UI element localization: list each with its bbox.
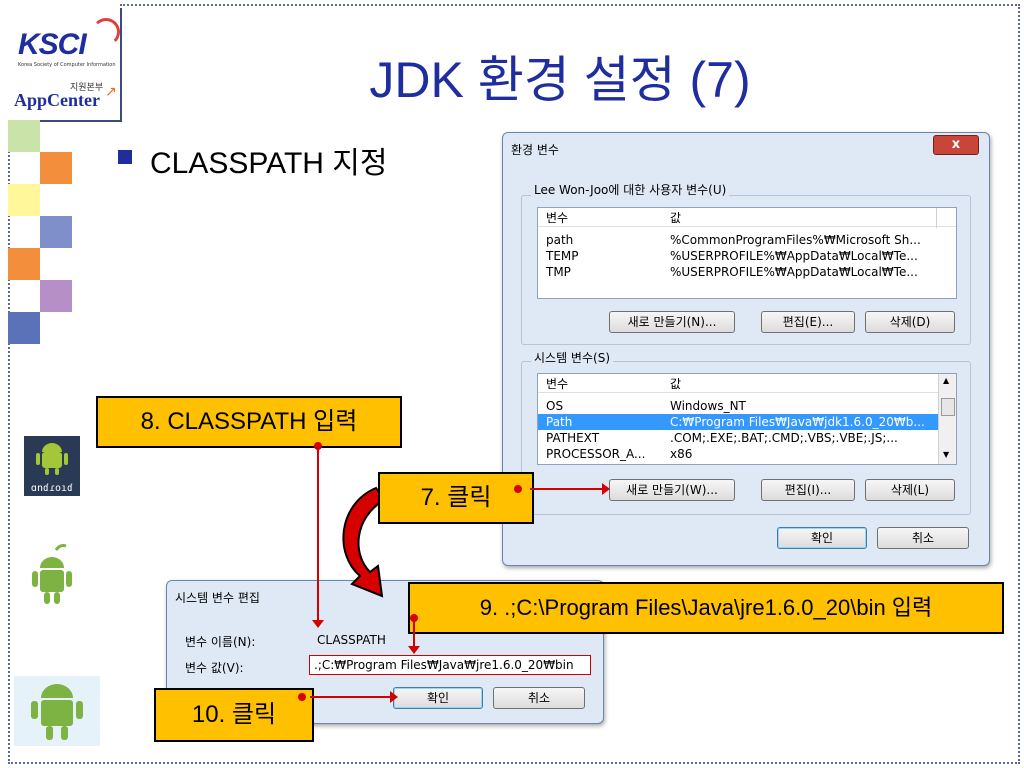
table-row[interactable]: path %CommonProgramFiles%₩Microsoft Sh..… <box>538 232 956 248</box>
deco-square <box>8 184 40 216</box>
deco-square <box>40 152 72 184</box>
ksci-subtitle: Korea Society of Computer Information <box>18 62 116 68</box>
android-robot-icon <box>26 544 78 624</box>
arrowhead-icon <box>390 691 398 703</box>
system-variables-group <box>521 361 971 515</box>
row-name: TEMP <box>546 249 579 263</box>
list-header: 변수 값 <box>538 376 938 393</box>
variable-name-label: 변수 이름(N): <box>185 635 256 649</box>
row-value: %USERPROFILE%₩AppData₩Local₩Te... <box>670 249 918 263</box>
ksci-logo: KSCI <box>18 28 87 61</box>
cancel-button[interactable]: 취소 <box>493 687 585 709</box>
system-new-button[interactable]: 새로 만들기(W)... <box>609 479 735 501</box>
slide-border-top <box>120 4 1020 6</box>
appcenter-arrow-icon: ↗ <box>105 84 117 100</box>
user-delete-button[interactable]: 삭제(D) <box>865 311 955 333</box>
connector-dot <box>314 442 322 450</box>
table-row[interactable]: OS Windows_NT <box>538 398 938 414</box>
column-header-name: 변수 <box>546 211 569 225</box>
connector-step7 <box>530 488 604 490</box>
appcenter-logo: AppCenter <box>14 90 100 110</box>
row-value: .COM;.EXE;.BAT;.CMD;.VBS;.VBE;.JS;... <box>670 431 898 445</box>
arrowhead-icon <box>602 483 610 495</box>
slide-border-right <box>1018 4 1020 764</box>
row-name: Path <box>546 415 573 429</box>
arrowhead-icon <box>408 646 420 654</box>
curved-arrow-icon <box>342 486 386 598</box>
ok-button[interactable]: 확인 <box>393 687 483 709</box>
scroll-up-icon[interactable]: ▲ <box>943 376 950 385</box>
connector-step9 <box>413 618 415 648</box>
column-header-value: 값 <box>670 377 682 391</box>
row-value: C:₩Program Files₩Java₩jdk1.6.0_20₩b... <box>670 415 925 429</box>
close-button[interactable]: x <box>933 135 979 155</box>
deco-square <box>40 216 72 248</box>
cancel-button[interactable]: 취소 <box>877 527 969 549</box>
callout-step7: 7. 클릭 <box>378 472 534 524</box>
arrowhead-icon <box>312 620 324 628</box>
deco-square <box>8 248 40 280</box>
callout-step8: 8. CLASSPATH 입력 <box>96 396 402 448</box>
connector-dot <box>410 614 418 622</box>
callout-step9: 9. .;C:\Program Files\Java\jre1.6.0_20\b… <box>408 582 1004 634</box>
row-name: TMP <box>546 265 571 279</box>
system-delete-button[interactable]: 삭제(L) <box>865 479 955 501</box>
table-row[interactable]: PATHEXT .COM;.EXE;.BAT;.CMD;.VBS;.VBE;.J… <box>538 430 938 446</box>
row-name: PROCESSOR_A... <box>546 447 646 461</box>
row-value: %CommonProgramFiles%₩Microsoft Sh... <box>670 233 921 247</box>
android-logo-icon: ɑnɗɾoıɗ <box>24 436 80 496</box>
slide-border-left <box>8 120 10 764</box>
variable-name-input[interactable]: CLASSPATH <box>317 633 386 647</box>
variable-value-label: 변수 값(V): <box>185 661 244 675</box>
deco-square <box>40 280 72 312</box>
connector-dot <box>514 485 522 493</box>
row-value: Windows_NT <box>670 399 746 413</box>
table-row[interactable]: TMP %USERPROFILE%₩AppData₩Local₩Te... <box>538 264 956 280</box>
svg-text:ɑnɗɾoıɗ: ɑnɗɾoıɗ <box>31 483 73 494</box>
row-value: x86 <box>670 447 693 461</box>
android-robot-icon <box>14 676 100 746</box>
dialog-title: 환경 변수 <box>511 143 559 157</box>
appcenter-subtitle: 지원본부 <box>70 83 104 93</box>
connector-dot <box>298 693 306 701</box>
bullet-text: CLASSPATH 지정 <box>150 147 388 180</box>
slide-title: JDK 환경 설정 (7) <box>369 52 751 108</box>
deco-square <box>8 312 40 344</box>
connector-step10 <box>310 696 392 698</box>
callout-step10: 10. 클릭 <box>154 688 314 742</box>
variable-value-input[interactable]: .;C:₩Program Files₩Java₩jre1.6.0_20₩bin <box>309 655 591 675</box>
column-header-value: 값 <box>670 211 682 225</box>
row-name: OS <box>546 399 564 413</box>
user-new-button[interactable]: 새로 만들기(N)... <box>609 311 735 333</box>
row-name: PATHEXT <box>546 431 600 445</box>
ok-button[interactable]: 확인 <box>777 527 867 549</box>
list-header: 변수 값 <box>538 210 956 227</box>
system-variables-label: 시스템 변수(S) <box>531 349 613 366</box>
row-value: %USERPROFILE%₩AppData₩Local₩Te... <box>670 265 918 279</box>
column-divider <box>936 208 937 228</box>
vertical-scrollbar[interactable]: ▲ ▼ <box>938 374 956 464</box>
scroll-down-icon[interactable]: ▼ <box>943 450 950 459</box>
scrollbar-thumb[interactable] <box>941 398 955 416</box>
user-variables-label: Lee Won-Joo에 대한 사용자 변수(U) <box>531 181 730 198</box>
slide-border-bottom <box>8 762 1020 764</box>
user-variables-list[interactable]: 변수 값 path %CommonProgramFiles%₩Microsoft… <box>537 207 957 299</box>
connector-step8 <box>317 444 319 622</box>
logo-panel: KSCI Korea Society of Computer Informati… <box>8 8 122 122</box>
column-header-name: 변수 <box>546 377 569 391</box>
system-edit-button[interactable]: 편집(I)... <box>761 479 855 501</box>
dialog-title: 시스템 변수 편집 <box>175 591 260 605</box>
row-name: path <box>546 233 574 247</box>
environment-variables-dialog: 환경 변수 x Lee Won-Joo에 대한 사용자 변수(U) 변수 값 p… <box>502 132 990 566</box>
ksci-swoosh-icon <box>92 18 120 46</box>
user-edit-button[interactable]: 편집(E)... <box>761 311 855 333</box>
system-variables-list[interactable]: 변수 값 OS Windows_NT Path C:₩Program Files… <box>537 373 957 465</box>
table-row[interactable]: PROCESSOR_A... x86 <box>538 446 938 462</box>
table-row[interactable]: TEMP %USERPROFILE%₩AppData₩Local₩Te... <box>538 248 956 264</box>
deco-square <box>8 120 40 152</box>
user-variables-group <box>521 195 971 345</box>
table-row-selected[interactable]: Path C:₩Program Files₩Java₩jdk1.6.0_20₩b… <box>538 414 938 430</box>
bullet-marker <box>118 150 132 164</box>
